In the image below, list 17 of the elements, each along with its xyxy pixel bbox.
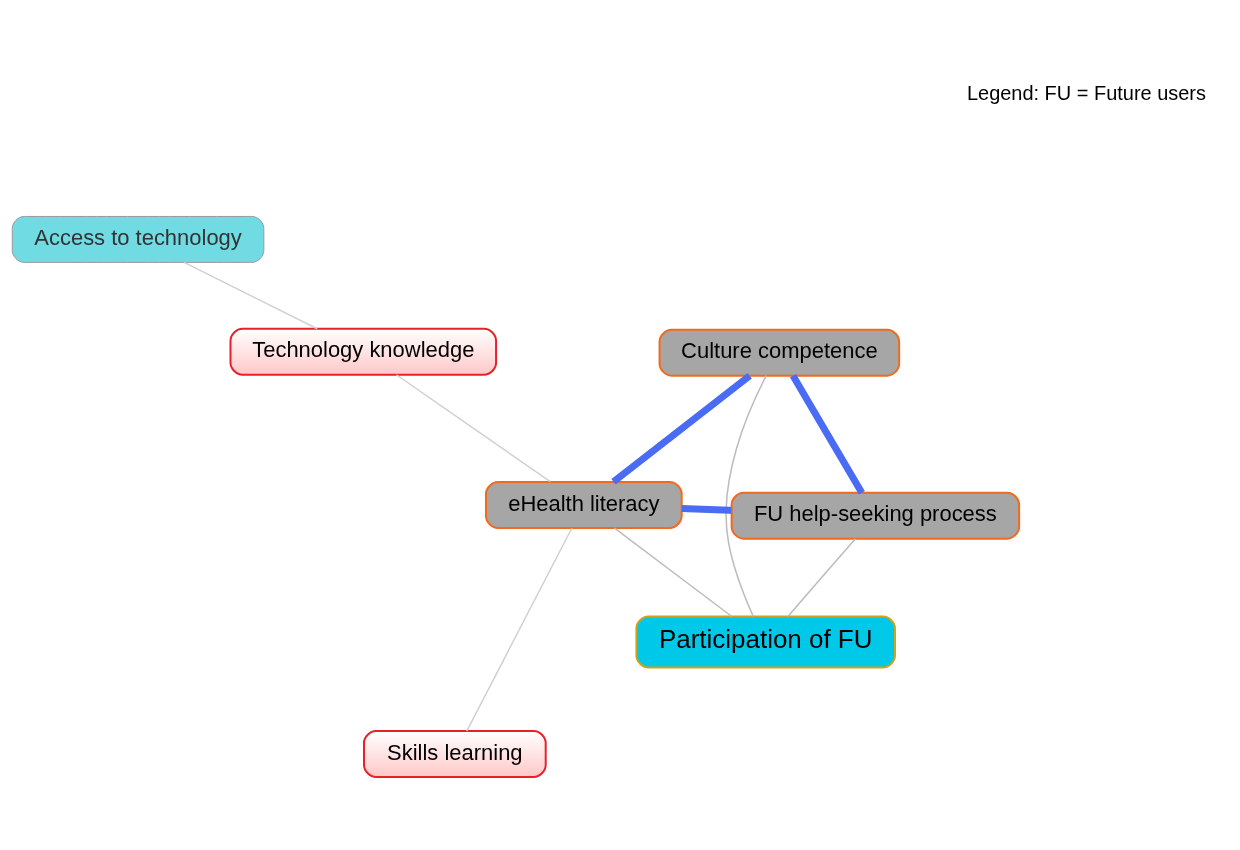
- node-box: Technology knowledge: [229, 327, 498, 376]
- node-box: Skills learning: [363, 730, 547, 778]
- label: Legend: FU = Future users: [966, 81, 1206, 104]
- connector: [466, 527, 573, 732]
- connector: [611, 373, 752, 485]
- node-box: eHealth literacy: [485, 481, 683, 529]
- connector: [790, 374, 865, 495]
- connector: [183, 261, 318, 330]
- node-box: Participation of FU: [635, 615, 896, 669]
- node-box: Access to technology: [11, 215, 265, 263]
- connector: [613, 527, 733, 617]
- connector: [725, 374, 768, 618]
- node-box: Culture competence: [658, 328, 901, 377]
- connector: [395, 374, 552, 483]
- connector: [681, 505, 732, 514]
- node-box: FU help-seeking process: [730, 491, 1021, 540]
- connector: [787, 537, 857, 618]
